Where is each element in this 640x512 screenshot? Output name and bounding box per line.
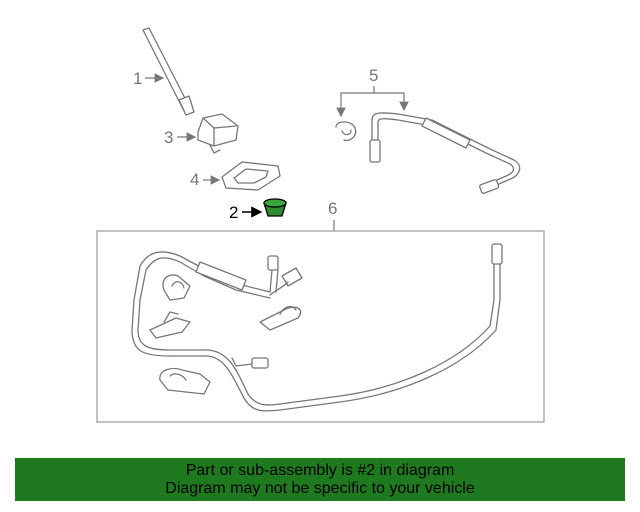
gasket-part[interactable]: [221, 161, 281, 191]
grommet-part[interactable]: [263, 198, 287, 217]
antenna-mast-part[interactable]: [142, 27, 195, 116]
banner-line-1: Part or sub-assembly is #2 in diagram: [185, 462, 455, 479]
callout-1: 1: [133, 69, 142, 88]
leader-5-bracket: [336, 86, 409, 118]
callout-3: 3: [164, 128, 173, 147]
info-banner: Part or sub-assembly is #2 in diagram Di…: [15, 458, 625, 501]
assembly-box: [96, 230, 545, 423]
banner-line-2: Diagram may not be specific to your vehi…: [165, 480, 475, 497]
callout-2: 2: [229, 203, 238, 222]
antenna-cable-part[interactable]: [335, 112, 521, 194]
antenna-harness-part[interactable]: [131, 243, 503, 412]
callout-6: 6: [328, 199, 337, 218]
antenna-base-part[interactable]: [197, 113, 239, 154]
parts-diagram: 1 3 4 2 5 6: [96, 27, 545, 423]
callout-5: 5: [369, 66, 378, 85]
callout-4: 4: [190, 170, 199, 189]
